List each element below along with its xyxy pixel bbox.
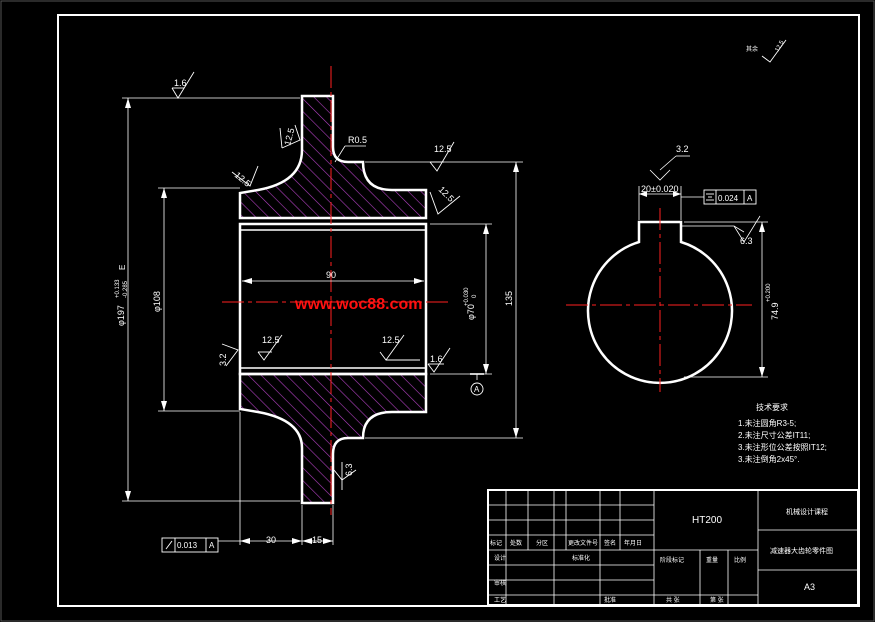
label-process: 工艺: [494, 596, 506, 604]
dim-bore-tol-lower: 0: [472, 294, 478, 298]
roughness-hub-left: 12.5: [282, 127, 296, 147]
title-block: [487, 489, 859, 606]
roughness-top: 1.6: [174, 78, 187, 88]
bore-region: [238, 222, 428, 376]
roughness-right-top: 12.5: [434, 144, 452, 154]
technical-notes: 技术要求 1.未注圆角R3-5; 2.未注尺寸公差IT11; 3.未注形位公差按…: [738, 402, 827, 464]
symmetry-frame: [703, 189, 757, 205]
label-design: 设计: [494, 554, 506, 562]
dim-outer-tol-lower: -0.285: [123, 280, 129, 298]
runout-datum: A: [209, 541, 215, 550]
dim-bore: φ70: [466, 304, 476, 320]
label-sheets-total: 共 张: [666, 596, 680, 604]
watermark: www.woc88.com: [294, 296, 422, 313]
roughness-bore-right: 12.5: [382, 335, 400, 345]
keyway-profile: [586, 220, 734, 385]
notes-title: 技术要求: [756, 402, 788, 412]
dim-90: 90: [326, 270, 336, 280]
label-standardize: 标准化: [572, 554, 590, 562]
label-weight: 重量: [706, 556, 718, 564]
dim-outer-tol-upper: +0.133: [115, 279, 121, 298]
label-review: 审核: [494, 579, 506, 587]
roughness-bore-left: 12.5: [262, 335, 280, 345]
drawing-name: 减速器大齿轮零件图: [770, 546, 833, 555]
label-count: 处数: [510, 539, 522, 547]
remaining-mark: 其余: [746, 45, 758, 53]
dim-30: 30: [266, 535, 276, 545]
note-item: 3.未注倒角2x45°.: [738, 454, 799, 464]
roughness-right-face: 1.6: [430, 354, 443, 364]
dim-135: 135: [504, 291, 514, 306]
roughness-bottom-hub: 6.3: [344, 463, 354, 476]
label-sheet-no: 第 张: [710, 596, 724, 604]
symmetry-icon: [706, 193, 714, 201]
note-item: 3.未注形位公差按照IT12;: [738, 442, 827, 452]
label-marks: 标记: [490, 539, 502, 547]
fillet-radius: R0.5: [348, 135, 367, 145]
runout-icon: [165, 540, 173, 550]
label-stage-mark: 阶段标记: [660, 556, 684, 564]
gear-section-view: 1.6 12.5 12.5 R0.5 12.5 12.5 90 12.5 12.…: [115, 39, 787, 553]
symmetry-tolerance: 0.024: [718, 194, 739, 203]
unit-name: 机械设计课程: [786, 507, 828, 516]
roughness-right-chamfer: 12.5: [437, 184, 456, 203]
roughness-left-face: 3.2: [218, 353, 228, 366]
datum-circle: [470, 382, 484, 396]
gear-section-upper: [238, 94, 428, 220]
datum-label: A: [474, 385, 480, 394]
material: HT200: [692, 515, 722, 526]
dim-outer-diameter: φ197: [116, 305, 126, 326]
remaining-roughness: 12.5: [775, 39, 786, 53]
roughness-keyway: 3.2: [676, 144, 689, 154]
keyway-depth: 74.9: [770, 302, 780, 320]
label-change-doc: 更改文件号: [568, 539, 598, 547]
label-zone: 分区: [536, 539, 548, 547]
drawing-frame: [57, 14, 860, 607]
dim-108: φ108: [152, 291, 162, 312]
roughness-keyway-side: 6.3: [740, 236, 753, 246]
label-date: 年月日: [624, 539, 642, 547]
symmetry-datum: A: [747, 194, 753, 203]
note-item: 1.未注圆角R3-5;: [738, 418, 796, 428]
label-approve: 批准: [604, 596, 616, 604]
runout-tolerance: 0.013: [177, 541, 198, 550]
keyway-width: 20±0.020: [641, 184, 678, 194]
keyway-depth-tol: +0.200: [766, 283, 772, 302]
dim-bore-tol-upper: +0.030: [464, 287, 470, 306]
title-block-text: HT200 机械设计课程 减速器大齿轮零件图 A3 标记 处数 分区 更改文件号…: [490, 507, 833, 604]
label-scale: 比例: [734, 556, 746, 564]
sheet-size: A3: [804, 582, 815, 592]
gear-section-lower: [238, 372, 428, 505]
label-signature: 签名: [604, 539, 616, 547]
runout-frame: [161, 537, 219, 553]
note-item: 2.未注尺寸公差IT11;: [738, 430, 810, 440]
dim-15: 15: [312, 535, 322, 545]
keyway-section-view: 3.2 20±0.020 0.024 A 6.3 74.9 +0.200 其余 …: [566, 39, 786, 392]
dim-outer-mark: E: [118, 265, 127, 270]
